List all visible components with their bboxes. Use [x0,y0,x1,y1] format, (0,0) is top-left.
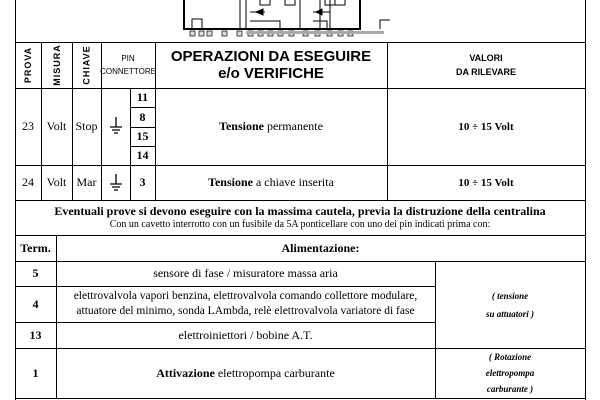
op-rest: permanente [263,119,323,133]
header-val-line2: DA RILEVARE [455,67,516,77]
term-desc-line1: elettrovalvola vapori benzina, elettrova… [73,290,418,302]
header-ops-line1: OPERAZIONI DA ESEGUIRE [170,48,372,65]
col-term: Term. [20,240,51,255]
row-valore: 10 ÷ 15 Volt [458,120,514,133]
ground-icon [110,174,122,191]
note-rotazione: ( Rotazione elettropompa carburante ) [435,348,585,398]
note-tensione: ( tensione su attuatori ) [435,261,585,348]
note-line: su attuatori ) [485,308,534,319]
term-description: elettrovalvola vapori benzina, elettrova… [56,286,435,322]
header-connettore-label: CONNETTORE [100,67,156,76]
header-pin-label: PIN [121,54,135,63]
row-prova: 24 [22,175,34,189]
header-prova: PROVA [15,42,41,88]
circuit-diagram [183,0,390,37]
row-chiave: Stop [75,119,98,133]
header-prova-label: PROVA [23,46,33,84]
term-desc-bold: Attivazione [156,365,215,380]
ground-icon [110,117,122,134]
row-operation: Tensione a chiave inserita [155,165,387,200]
header-misura-label: MISURA [51,44,62,86]
term-desc-line2: attuatore del minimo, sonda LAmbda, relè… [76,305,415,317]
header-pin: PIN CONNETTORE [100,42,156,88]
row-chiave: Mar [76,175,97,189]
header-chiave-label: CHIAVE [81,45,92,85]
note-line: carburante ) [486,384,534,394]
note-line: ( Rotazione [488,352,532,362]
pin-number: 8 [139,109,146,124]
term-number: 1 [32,365,39,380]
row-operation: Tensione permanente [155,88,387,165]
pin-number: 11 [136,90,149,104]
pin-number: 14 [136,148,149,162]
header-misura: MISURA [41,42,72,88]
row-misura: Volt [46,119,67,133]
header-chiave: CHIAVE [72,42,101,88]
term-number: 4 [32,296,39,311]
term-desc-rest: elettropompa carburante [214,365,335,380]
row-prova: 23 [22,119,34,133]
note-line: elettropompa [485,368,535,378]
op-bold: Tensione [208,175,253,189]
op-rest: a chiave inserita [252,175,334,189]
warning-box: Eventuali prove si devono eseguire con l… [15,200,585,235]
warning-subtitle: Con un cavetto interrotto con un fusibil… [109,218,491,230]
op-bold: Tensione [219,119,264,133]
term-description: sensore di fase / misuratore massa aria [153,266,338,280]
col-alimentazione: Alimentazione: [281,240,360,255]
header-val-line1: VALORI [469,53,503,63]
term-description: elettroiniettori / bobine A.T. [178,327,313,342]
term-number: 13 [29,327,42,342]
note-line: ( tensione [491,290,529,301]
row-valore: 10 ÷ 15 Volt [458,176,514,189]
row-misura: Volt [46,175,67,189]
header-valori: VALORI DA RILEVARE [387,42,585,88]
term-number: 5 [32,266,39,280]
header-ops-line2: e/o VERIFICHE [218,65,324,82]
pin-number: 3 [139,175,146,189]
warning-title: Eventuali prove si devono eseguire con l… [54,203,546,218]
term-description: Attivazione elettropompa carburante [56,348,435,398]
pin-number: 15 [136,129,149,143]
